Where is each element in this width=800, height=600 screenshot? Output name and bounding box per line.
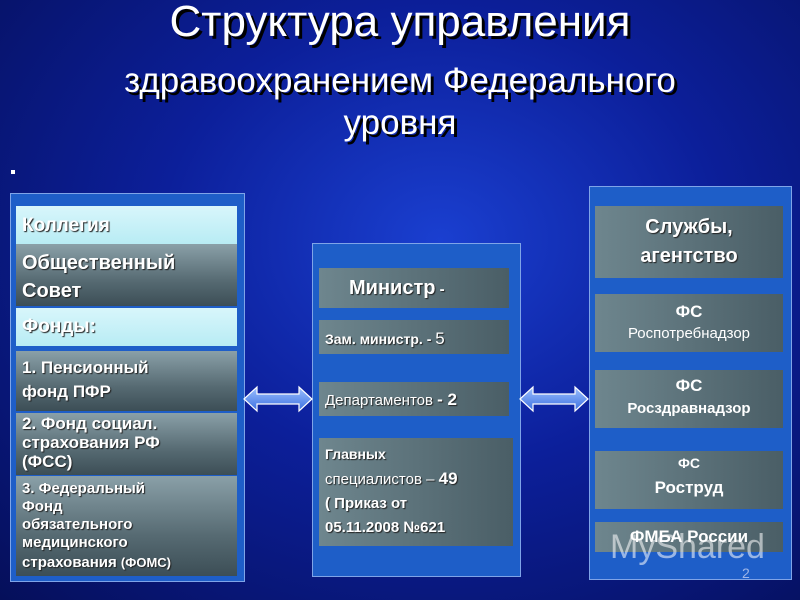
departments-box: Департаментов - 2 [319,382,509,416]
minister-label: Министр - [349,277,445,300]
deputy-box: Зам. министр. - 5 [319,320,509,354]
minister-box: Министр - [319,268,509,308]
fund-2-line-3: (ФСС) [22,452,73,471]
services-line-2: агентство [640,245,738,267]
fund-3-line-3: обязательного [22,516,133,533]
fund-1-box: 1. Пенсионный фонд ПФР [16,351,237,411]
fund-1-line-2: фонд ПФР [22,382,111,401]
right-double-arrow [519,385,589,413]
bullet-dot [11,170,15,174]
deputy-count: 5 [435,329,445,348]
departments-count: - 2 [437,390,457,409]
chief-line-4: 05.11.2008 №621 [325,519,446,536]
public-council-box: Общественный Совет [16,244,237,306]
minister-suffix: - [435,281,445,298]
fs-1-line-2: Роспотребнадзор [627,325,751,342]
chief-line-2: специалистов – 49 [325,469,458,489]
watermark-logo: MyShared [610,528,765,566]
fs-3-line-1: ФС [677,455,701,471]
fund-3-box: 3. Федеральный Фонд обязательного медици… [16,476,237,576]
fs-rostrud-box: ФС Роструд [595,451,783,509]
fund-2-box: 2. Фонд социал. страхования РФ (ФСС) [16,413,237,475]
fs-3-line-2: Роструд [654,478,724,497]
departments-label: Департаментов - 2 [325,390,457,410]
chief-line-3: ( Приказ от [325,495,408,512]
title-line-3: уровня [343,103,457,142]
fund-3-line-1: 3. Федеральный [22,480,146,497]
chief-line-2b: 49 [438,469,458,488]
services-line-1: Службы, [645,216,733,238]
title-line-1: Структура управления [169,0,631,46]
fs-2-line-1: ФС [675,376,703,395]
slide-title: Структура управления здравоохранением Фе… [0,0,800,144]
minister-text: Министр [349,277,436,299]
public-council-line-1: Общественный [22,252,176,274]
departments-text: Департаментов [325,392,433,409]
left-double-arrow [243,385,313,413]
fund-2-line-1: 2. Фонд социал. [22,414,158,433]
fs-1-line-1: ФС [675,302,703,321]
page-number: 2 [742,565,750,581]
fs-rospotrebnadzor-box: ФС Роспотребнадзор [595,294,783,352]
deputy-text: Зам. министр. - [325,331,432,347]
fund-3-line-5: страхования (ФОМС) [22,554,171,571]
chief-line-2a: специалистов – [325,471,435,488]
fmba-label: ФМБА России [629,527,749,546]
kollegia-box: Коллегия [16,206,237,244]
fmba-box: ФМБА России [595,522,783,552]
kollegia-label: Коллегия [22,215,110,236]
deputy-label: Зам. министр. - 5 [325,329,445,349]
services-box: Службы, агентство [595,206,783,278]
fund-3-line-4: медицинского [22,534,128,551]
public-council-line-2: Совет [22,280,82,302]
fund-3-line-5a: страхования [22,554,121,571]
fs-2-line-2: Росздравнадзор [627,400,751,417]
fund-3-line-2: Фонд [22,498,63,515]
title-line-2: здравоохранением Федерального [124,61,676,100]
funds-header-label: Фонды: [22,316,96,337]
chief-specialists-box: Главных специалистов – 49 ( Приказ от 05… [319,438,513,546]
fund-1-line-1: 1. Пенсионный [22,358,149,377]
fund-2-line-2: страхования РФ [22,433,160,452]
funds-header-box: Фонды: [16,308,237,346]
fund-3-line-5b: (ФОМС) [120,555,171,570]
fs-roszdravnadzor-box: ФС Росздравнадзор [595,370,783,428]
chief-line-1: Главных [325,446,386,462]
